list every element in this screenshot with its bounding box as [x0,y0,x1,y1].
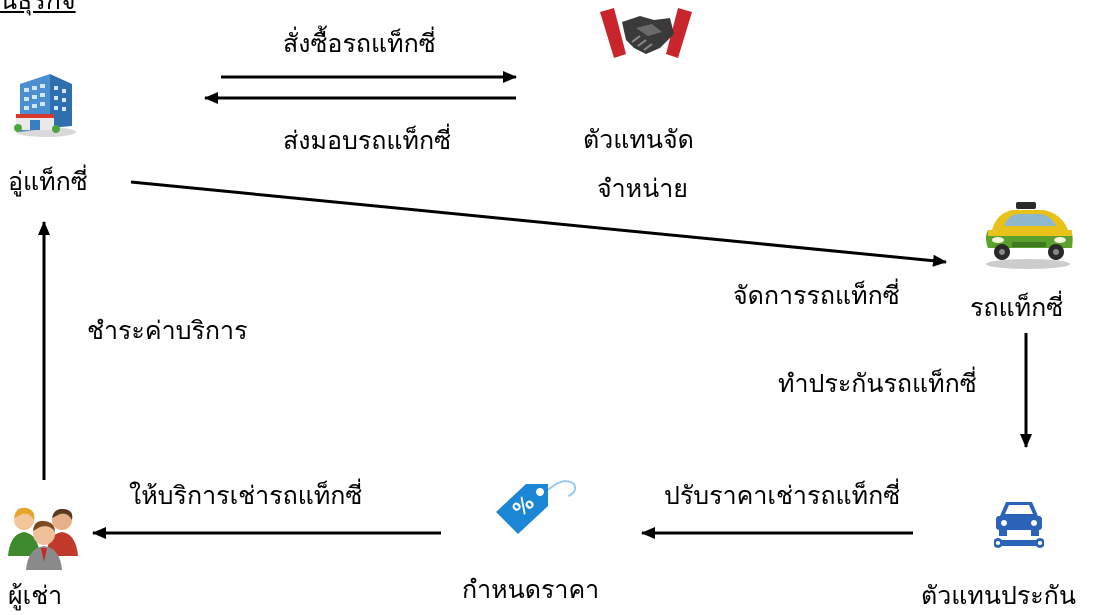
node-label-taxi-garage: อู่แท็กซี่ [8,167,88,196]
edge-label-pay-service-fee: ชำระค่าบริการ [87,316,248,345]
diagram-heading: นธุรกิจ [0,0,76,15]
node-label-taxi: รถแท็กซี่ [970,293,1064,322]
node-label-dealer-line2: จำหน่าย [597,174,688,203]
edge-label-deliver-taxi: ส่งมอบรถแท็กซี่ [283,126,452,155]
node-label-dealer-line1: ตัวแทนจัด [583,125,694,154]
people-group-icon [6,504,82,570]
edge-label-insure-taxi: ทำประกันรถแท็กซี่ [778,369,977,398]
node-label-insurance-agent: ตัวแทนประกัน [921,581,1076,610]
edge-label-provide-rental: ให้บริการเช่ารถแท็กซี่ [129,481,363,510]
edge-label-adjust-rent-price: ปรับราคาเช่ารถแท็กซี่ [664,481,901,510]
edge-label-order-taxi: สั่งซื้อรถแท็กซี่ [283,29,436,58]
edge-label-manage-taxi: จัดการรถแท็กซี่ [733,281,900,310]
taxi-car-icon [982,200,1074,270]
office-building-icon [10,70,78,138]
node-label-pricing: กำหนดราคา [462,575,600,604]
handshake-icon [596,6,696,62]
price-tag-icon: % [488,474,580,538]
arrow-manage [130,180,947,267]
node-label-renter: ผู้เช่า [8,581,63,610]
car-repair-icon [993,498,1045,556]
